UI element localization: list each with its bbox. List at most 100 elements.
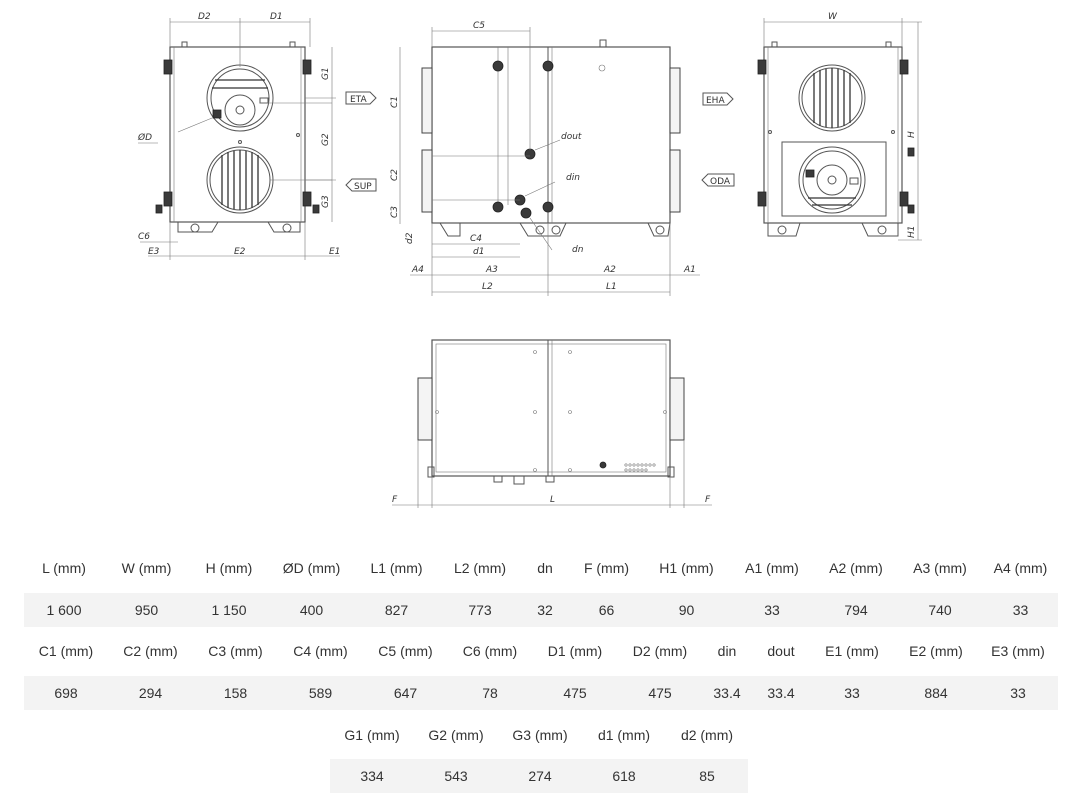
header-a3: A3 (mm) [913,560,967,576]
value-a2: 794 [844,602,868,618]
dim-e3: E3 [148,247,160,257]
value-c6: 78 [482,685,498,701]
port-eta-label: ETA [350,95,367,105]
value-c4: 589 [308,685,333,701]
pipe-dout-label: dout [561,132,582,142]
value-a4: 33 [1012,602,1029,618]
header-d2: D2 (mm) [632,643,688,659]
value-l1: 827 [384,602,409,618]
dim-c3: C3 [390,206,400,218]
value-e2: 884 [924,685,948,701]
value-din: 33.4 [713,685,741,701]
header-h: H (mm) [205,560,253,576]
value-c2: 294 [138,685,163,701]
top-view: F L F [392,339,712,508]
dim-f-left: F [392,495,398,505]
header-a1: A1 (mm) [745,560,799,576]
specs-row3-headers: G1 (mm) G2 (mm) G3 (mm) d1 (mm) d2 (mm) [330,715,748,755]
dim-e1: E1 [329,247,340,257]
dim-h1: H1 [907,226,917,239]
header-c5: C5 (mm) [378,643,433,659]
value-d2: 475 [648,685,672,701]
dim-d2: D2 [198,12,211,22]
dim-l1: L1 [606,282,617,292]
value-dout: 33.4 [767,685,795,701]
value-h1: 90 [678,602,695,618]
specs-row2-headers: C1 (mm) C2 (mm) C3 (mm) C4 (mm) C5 (mm) … [24,631,1058,671]
dim-l: L [550,495,555,505]
dim-g1: G1 [321,67,331,80]
header-l: L (mm) [42,560,86,576]
front-view: D2 D1 G1 G2 G3 ØD C6 E3 E2 E1 ETA SUP [137,12,377,260]
dim-c5: C5 [473,21,485,31]
header-c6: C6 (mm) [462,643,518,659]
dim-g2: G2 [321,133,331,146]
dim-c4: C4 [470,234,482,244]
value-d1-small: 618 [612,768,636,784]
header-l1: L1 (mm) [370,560,423,576]
specs-row2-values: 698 294 158 589 647 78 475 475 33.4 33.4… [24,676,1058,710]
dim-a2: A2 [603,265,616,275]
value-w: 950 [134,602,159,618]
dim-d1-small: d1 [473,247,484,257]
header-od: ØD (mm) [282,560,341,576]
header-g3: G3 (mm) [512,727,568,743]
dim-w: W [828,12,838,22]
dim-g3: G3 [321,195,331,208]
dim-e2: E2 [234,247,246,257]
value-c1: 698 [54,685,78,701]
diameter-label: ØD [137,132,152,143]
header-d2-small: d2 (mm) [680,727,734,743]
dim-d1: D1 [270,12,283,22]
dim-d2-small: d2 [405,232,415,244]
value-dn: 32 [537,602,553,618]
header-c1: C1 (mm) [38,643,94,659]
value-g2: 543 [444,768,468,784]
dim-f-right: F [705,495,711,505]
value-f: 66 [598,602,615,618]
header-c3: C3 (mm) [208,643,263,659]
specs-row1-headers: L (mm) W (mm) H (mm) ØD (mm) L1 (mm) L2 … [24,548,1058,588]
value-d2-small: 85 [699,768,715,784]
value-e1: 33 [844,685,860,701]
dim-c6: C6 [138,232,150,242]
value-d1: 475 [563,685,587,701]
specs-row3-values: 334 543 274 618 85 [330,759,748,793]
header-e2: E2 (mm) [909,643,963,659]
header-g2: G2 (mm) [428,727,484,743]
dim-a3: A3 [485,265,498,275]
header-din: din [717,643,737,659]
dim-c2: C2 [390,169,400,181]
header-e3: E3 (mm) [991,643,1045,659]
header-c2: C2 (mm) [123,643,178,659]
header-f: F (mm) [583,560,630,576]
value-l: 1 600 [46,602,82,618]
header-w: W (mm) [121,560,172,576]
dim-c1: C1 [390,96,400,108]
value-g1: 334 [360,768,384,784]
value-c5: 647 [393,685,418,701]
header-dn: dn [537,560,553,576]
header-h1: H1 (mm) [659,560,714,576]
header-c4: C4 (mm) [293,643,348,659]
value-l2: 773 [468,602,492,618]
port-eha-label: EHA [706,96,725,106]
dim-h: H [907,131,917,138]
value-a1: 33 [764,602,780,618]
value-h: 1 150 [211,602,247,618]
header-a2: A2 (mm) [829,560,883,576]
port-oda-label: ODA [710,177,731,187]
value-od: 400 [299,602,324,618]
back-view: W H H1 [757,12,922,241]
header-dout: dout [767,643,795,659]
value-e3: 33 [1010,685,1026,701]
dim-l2: L2 [482,282,493,292]
header-e1: E1 (mm) [825,643,879,659]
header-d1-small: d1 (mm) [597,727,651,743]
header-g1: G1 (mm) [344,727,400,743]
value-g3: 274 [528,768,552,784]
dim-a4: A4 [411,265,424,275]
header-a4: A4 (mm) [993,560,1048,576]
pipe-dn-label: dn [572,245,584,255]
dim-a1: A1 [683,265,696,275]
